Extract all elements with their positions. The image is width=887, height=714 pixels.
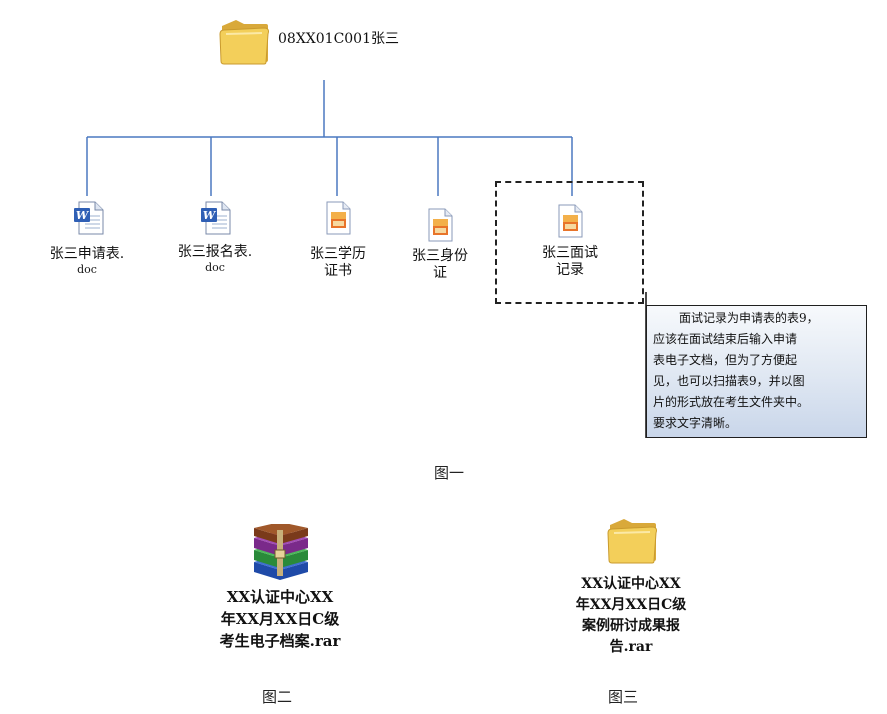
item-2-label: 张三报名表.	[177, 244, 253, 260]
image-file-icon	[428, 208, 453, 242]
image-file-icon	[326, 201, 351, 235]
svg-text:W: W	[76, 209, 90, 222]
item-label-application: 张三申请表. doc	[40, 246, 134, 276]
note-line-5: 片的形式放在考生文件夹中。	[653, 395, 810, 409]
item-5-label: 张三面试 记录	[542, 245, 598, 278]
figure-3-caption: 图三	[608, 688, 639, 706]
figure-1-caption: 图一	[434, 464, 465, 482]
item-4-label: 张三身份 证	[412, 248, 468, 281]
figure-3-label: XX认证中心XX 年XX月XX日C级 案例研讨成果报 告.rar	[575, 576, 687, 655]
image-file-icon	[558, 204, 583, 238]
note-line-3: 表电子文档，但为了方便起	[653, 353, 798, 367]
note-line-2: 应该在面试结束后输入申请	[653, 332, 798, 346]
selection-highlight-box	[495, 181, 644, 304]
folder-icon	[607, 519, 657, 564]
root-folder-label: 08XX01C001张三	[278, 31, 399, 47]
note-line-6: 要求文字清晰。	[653, 416, 738, 430]
folder-icon	[219, 20, 269, 65]
figure-2-caption: 图二	[262, 688, 293, 706]
item-1-sub: doc	[77, 263, 97, 276]
item-1-label: 张三申请表.	[49, 246, 125, 262]
note-line-1: 面试记录为申请表的表9，	[679, 311, 819, 325]
item-label-registration: 张三报名表. doc	[165, 244, 265, 274]
figure-2-label: XX认证中心XX 年XX月XX日C级 考生电子档案.rar	[219, 588, 341, 650]
word-doc-icon: W	[201, 201, 231, 235]
word-doc-icon: W	[74, 201, 104, 235]
note-line-4: 见，也可以扫描表9，并以图	[653, 374, 805, 388]
rar-archive-icon	[254, 524, 308, 580]
note-callout: 面试记录为申请表的表9， 应该在面试结束后输入申请 表电子文档，但为了方便起 见…	[646, 305, 867, 438]
item-2-sub: doc	[205, 261, 225, 274]
svg-text:W: W	[203, 209, 217, 222]
item-3-label: 张三学历 证书	[310, 246, 366, 279]
